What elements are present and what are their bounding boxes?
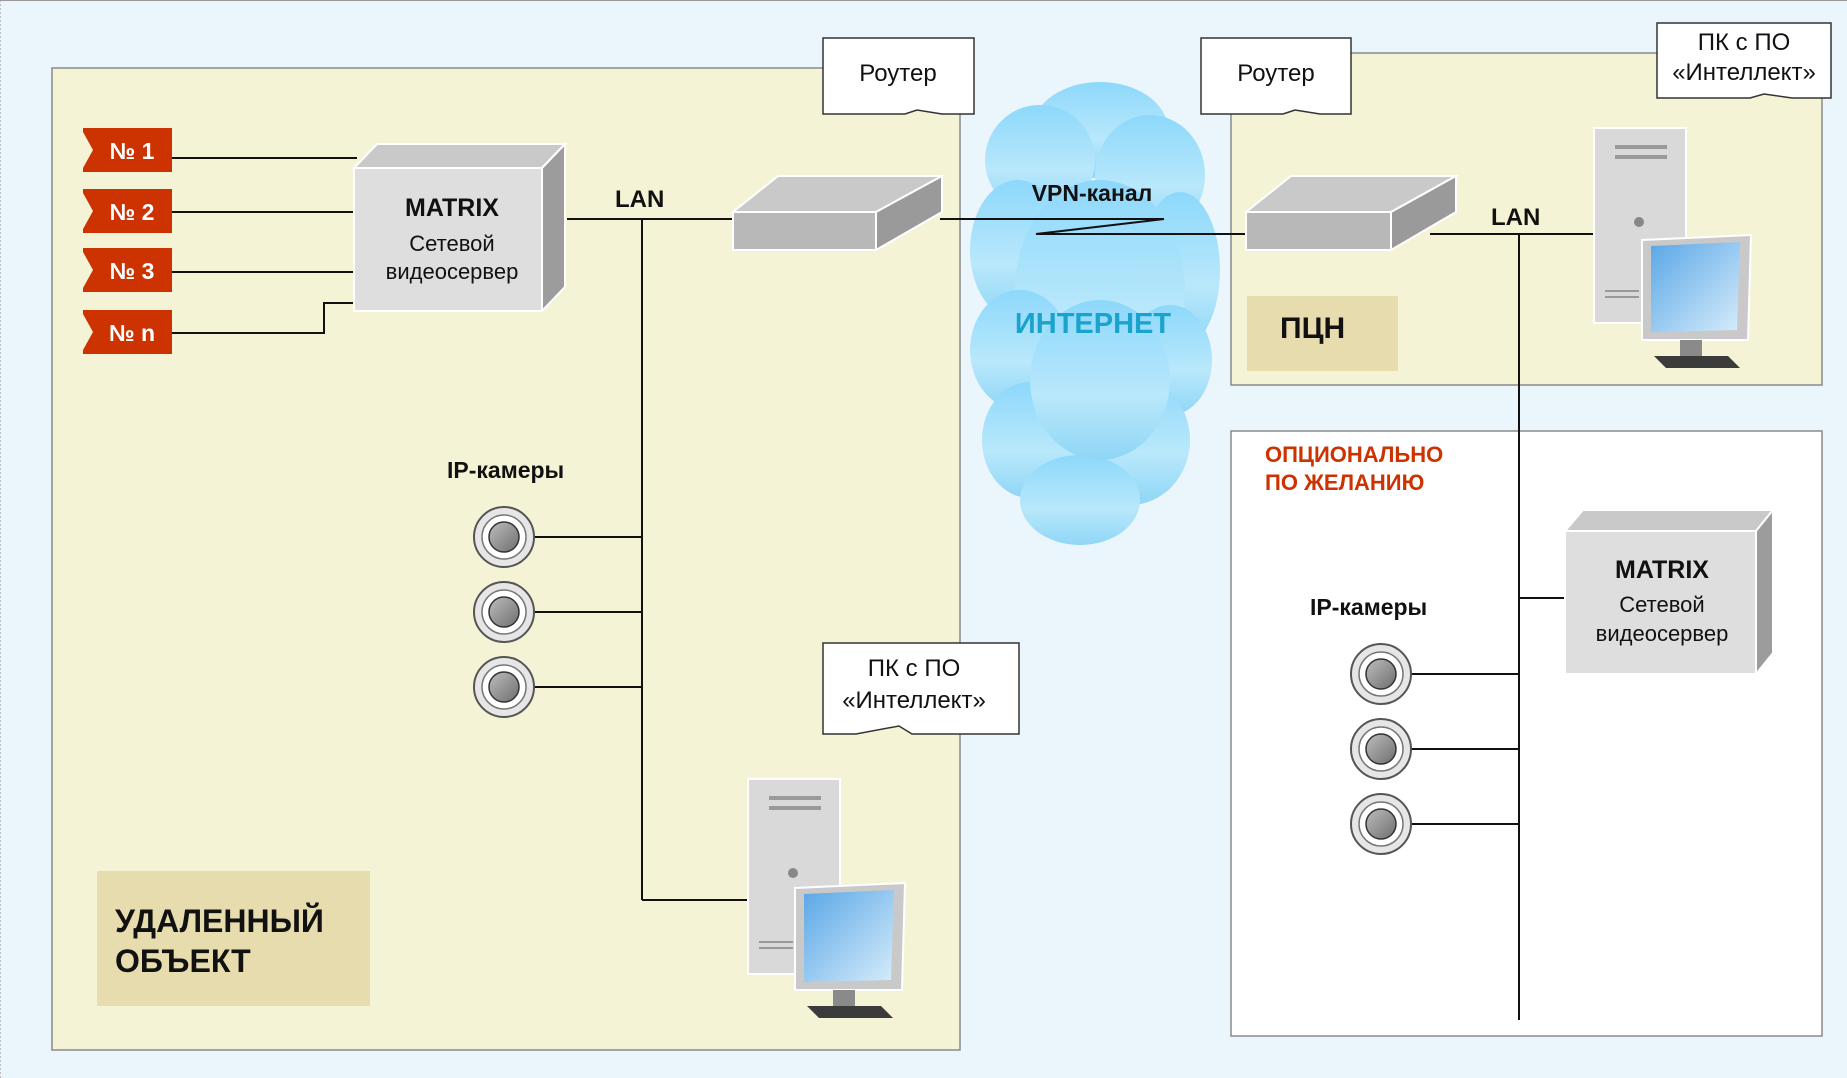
router-icon [730,174,943,252]
pcn-pc-callout: ПК с ПО «Интеллект» [1656,22,1832,99]
camera-tag-label: № 1 [110,138,155,164]
remote-object-label-box [97,871,370,1006]
connection-lines [172,157,1597,1020]
optional-ip-cameras [1350,643,1412,855]
ip-camera-icon [473,656,535,718]
pcn-pc-callout-line1: ПК с ПО [1698,29,1790,56]
pcn-label: ПЦН [1280,312,1345,345]
remote-ip-cameras-label: IP-камеры [447,457,564,483]
pcn-router [1243,174,1460,252]
remote-router-callout: Роутер [822,37,975,115]
ip-camera-icon [473,581,535,643]
ip-camera-icon [1350,643,1412,705]
server-icon [351,141,568,314]
ip-camera-icon [1350,793,1412,855]
camera-tag-3: № 3 [83,248,172,292]
router-icon [1243,174,1460,252]
remote-server-line1: Сетевой [409,231,494,256]
remote-pc-callout-line1: ПК с ПО [868,655,960,682]
optional-title-line1: ОПЦИОНАЛЬНО [1265,442,1443,467]
optional-ip-cameras-label: IP-камеры [1310,594,1427,620]
remote-object-label-line2: ОБЪЕКТ [115,943,251,979]
camera-tag-icon [83,189,172,233]
monitor-icon [1641,233,1753,368]
remote-router-callout-text: Роутер [859,60,936,87]
remote-pc-callout: ПК с ПО «Интеллект» [822,642,1020,735]
pcn-pc [1593,127,1753,368]
monitor-icon [794,881,907,1018]
remote-router [730,174,943,252]
pcn-lan-label: LAN [1491,204,1540,231]
ip-camera-icon [473,506,535,568]
camera-tag-n: № n [83,310,172,354]
pcn-pc-callout-line2: «Интеллект» [1672,59,1816,86]
camera-tag-1: № 1 [83,128,172,172]
remote-ip-cameras [473,506,535,718]
internet-label: ИНТЕРНЕТ [1015,308,1171,340]
pcn-router-callout: Роутер [1200,37,1352,115]
camera-tag-label: № 3 [110,258,155,284]
camera-tag-label: № 2 [110,199,155,225]
pcn-label-box [1247,296,1398,371]
remote-matrix-server: MATRIX Сетевой видеосервер [351,141,568,314]
remote-server-title: MATRIX [405,194,499,222]
remote-lan-label: LAN [615,186,664,213]
pcn-router-callout-text: Роутер [1237,60,1314,87]
camera-tag-icon [83,248,172,292]
camera-tag-2: № 2 [83,189,172,233]
ip-camera-icon [1350,718,1412,780]
remote-pc-callout-line2: «Интеллект» [842,687,986,714]
optional-matrix-server: MATRIX Сетевой видеосервер [1562,507,1776,677]
server-icon [1562,507,1776,677]
camera-tag-label: № n [109,320,155,346]
optional-server-line2: видеосервер [1596,621,1729,646]
remote-pc [747,778,907,1018]
camera-tag-icon [83,128,172,172]
remote-object-label-line1: УДАЛЕННЫЙ [115,903,324,939]
vpn-label: VPN-канал [1032,180,1153,206]
optional-server-title: MATRIX [1615,556,1709,584]
analog-camera-tags: № 1 № 2 № 3 № n [83,128,172,354]
camera-tag-icon [83,310,172,354]
optional-server-line1: Сетевой [1619,592,1704,617]
remote-server-line2: видеосервер [386,259,519,284]
optional-title-line2: ПО ЖЕЛАНИЮ [1265,470,1424,495]
